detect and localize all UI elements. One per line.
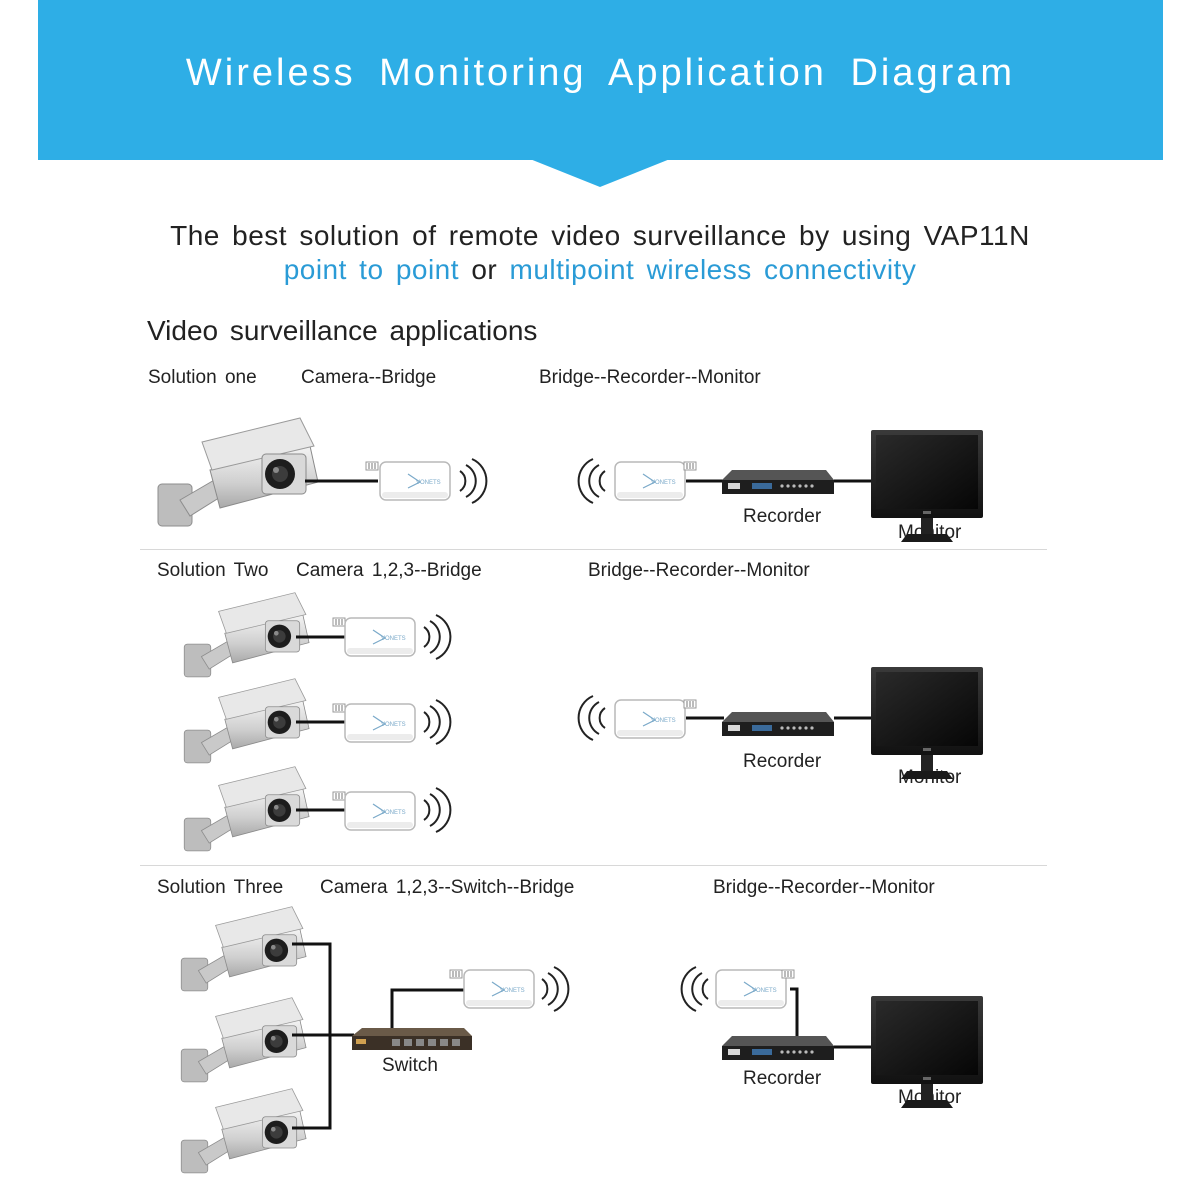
- headline-line-1: The best solution of remote video survei…: [170, 220, 1030, 251]
- headline-multipoint: multipoint wireless connectivity: [509, 254, 917, 285]
- cable: [292, 942, 465, 1130]
- solution-two-recorder-label: Recorder: [743, 751, 822, 772]
- bridge-icon: [614, 699, 686, 739]
- bridge-icon: [463, 969, 535, 1009]
- monitor-icon: [871, 996, 983, 1108]
- solution-three-switch-label: Switch: [382, 1055, 438, 1076]
- switch-icon: [352, 1028, 472, 1050]
- page-title: Wireless Monitoring Application Diagram: [185, 52, 1016, 94]
- recorder-icon: [722, 1036, 834, 1060]
- solution-three-right-path: Bridge--Recorder--Monitor: [713, 877, 935, 898]
- camera-icon: [157, 417, 319, 527]
- wifi-signal-icon: [423, 614, 452, 660]
- plug-icon: [683, 461, 697, 471]
- wifi-signal-icon: [541, 966, 570, 1012]
- bridge-icon: [344, 703, 416, 743]
- solution-three-left-path: Camera 1,2,3--Switch--Bridge: [320, 877, 575, 898]
- recorder-icon: [722, 470, 834, 494]
- bridge-icon: [379, 461, 451, 501]
- camera-icon: [183, 592, 310, 678]
- wifi-signal-icon: [577, 695, 606, 741]
- wifi-signal-icon: [423, 699, 452, 745]
- bridge-icon: [344, 617, 416, 657]
- monitor-icon: [871, 667, 983, 779]
- solution-three-name: Solution Three: [157, 877, 284, 898]
- divider-2: [140, 865, 1047, 866]
- banner-notch: [530, 159, 670, 187]
- wifi-signal-icon: [577, 458, 606, 504]
- bridge-icon: [614, 461, 686, 501]
- solution-two-name: Solution Two: [157, 560, 269, 581]
- headline-line-2: point to point or multipoint wireless co…: [0, 254, 1200, 286]
- solution-one-left-path: Camera--Bridge: [301, 367, 437, 388]
- plug-icon: [365, 461, 379, 471]
- solution-one-name: Solution one: [148, 367, 257, 388]
- wifi-signal-icon: [423, 787, 452, 833]
- recorder-icon: [722, 712, 834, 736]
- monitor-icon: [871, 430, 983, 542]
- solution-one-right-path: Bridge--Recorder--Monitor: [539, 367, 761, 388]
- wifi-signal-icon: [680, 966, 709, 1012]
- camera-icon: [180, 997, 307, 1083]
- section-title: Video surveillance applications: [147, 315, 538, 346]
- bridge-icon: [715, 969, 787, 1009]
- camera-icon: [180, 906, 307, 992]
- headline-or: or: [471, 254, 498, 285]
- header-banner: [38, 0, 1163, 160]
- headline-point-to-point: point to point: [283, 254, 460, 285]
- solution-three-recorder-label: Recorder: [743, 1068, 822, 1089]
- wifi-signal-icon: [459, 458, 488, 504]
- solution-one-recorder-label: Recorder: [743, 506, 822, 527]
- bridge-icon: [344, 791, 416, 831]
- camera-icon: [183, 678, 310, 764]
- solution-two-right-path: Bridge--Recorder--Monitor: [588, 560, 810, 581]
- solution-two-left-path: Camera 1,2,3--Bridge: [296, 560, 482, 581]
- camera-icon: [180, 1088, 307, 1174]
- divider-1: [140, 549, 1047, 550]
- camera-icon: [183, 766, 310, 852]
